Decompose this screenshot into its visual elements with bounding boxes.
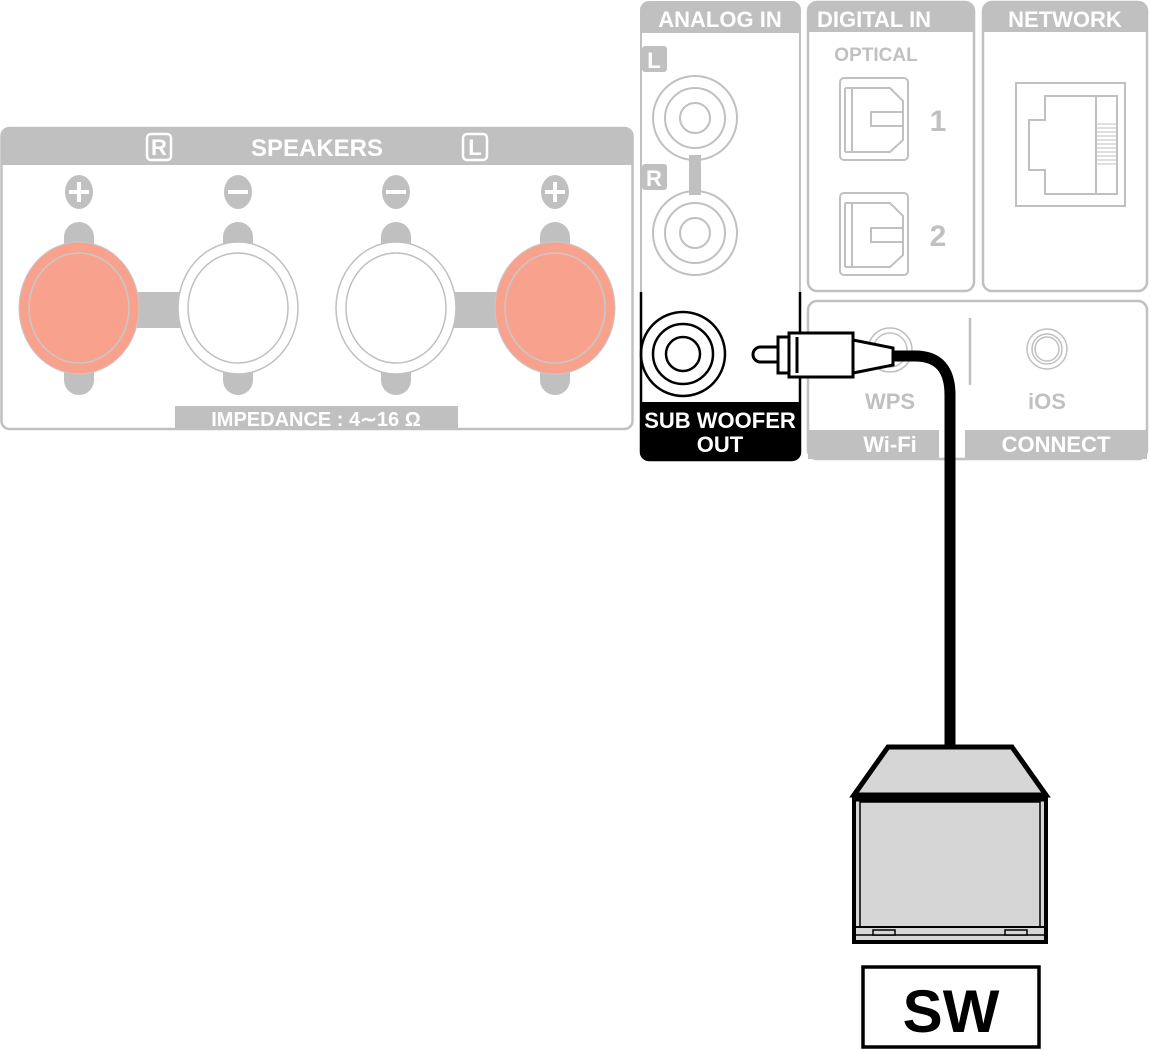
analog-in-panel: ANALOG IN L R <box>640 1 801 292</box>
right-channel-badge-frame <box>145 132 173 162</box>
rca-cable <box>751 331 956 745</box>
optical-port-2-number: 2 <box>930 220 947 253</box>
speakers-title: SPEAKERS <box>251 135 383 162</box>
speakers-panel: R SPEAKERS L <box>0 126 634 431</box>
subwoofer-out-jack[interactable] <box>639 310 727 398</box>
subwoofer-out-label-line1: SUB WOOFER <box>644 408 796 433</box>
speakers-header-bar <box>1 128 633 165</box>
ios-label: iOS <box>1028 389 1066 414</box>
subwoofer-out-panel: SUB WOOFER OUT <box>639 292 802 462</box>
optical-port-1-number: 1 <box>930 105 947 138</box>
impedance-label: IMPEDANCE : 4∼16 Ω <box>211 409 421 431</box>
plus-icon <box>65 175 93 209</box>
network-panel: NETWORK <box>981 0 1149 293</box>
cable-wire <box>893 350 956 745</box>
network-title: NETWORK <box>1008 7 1122 32</box>
speaker-terminal-r-positive[interactable] <box>18 241 140 375</box>
analog-right-badge: R <box>646 166 662 191</box>
speaker-terminal-l-positive[interactable] <box>494 241 616 375</box>
subwoofer-out-label-line2: OUT <box>697 432 744 457</box>
wireless-panel: WPS Wi-Fi iOS CONNECT <box>806 299 1149 461</box>
impedance-bar <box>175 406 458 429</box>
subwoofer-icon <box>849 744 1051 944</box>
subwoofer-label-box: SW <box>861 965 1041 1049</box>
plus-icon <box>541 175 569 209</box>
digital-in-panel: DIGITAL IN OPTICAL 1 2 <box>806 0 976 293</box>
wps-label: WPS <box>865 389 915 414</box>
analog-left-badge: L <box>647 48 660 73</box>
minus-icon <box>382 175 410 209</box>
digital-in-title: DIGITAL IN <box>817 7 931 32</box>
wifi-label: Wi-Fi <box>863 432 917 457</box>
speaker-terminal-r-negative[interactable] <box>177 241 299 375</box>
left-channel-badge-frame <box>461 132 489 162</box>
right-channel-badge: R <box>151 135 167 160</box>
analog-in-l-jack[interactable] <box>652 75 738 161</box>
speaker-terminal-l-negative[interactable] <box>335 241 457 375</box>
left-channel-badge: L <box>468 135 481 160</box>
ethernet-port[interactable] <box>1015 82 1126 207</box>
connect-label: CONNECT <box>1002 432 1111 457</box>
optical-port-2[interactable] <box>839 192 909 276</box>
ios-connect-button[interactable] <box>1026 328 1068 370</box>
analog-in-title: ANALOG IN <box>658 7 781 32</box>
optical-subtitle: OPTICAL <box>834 45 918 66</box>
minus-icon <box>224 175 252 209</box>
rca-plug <box>751 331 895 379</box>
subwoofer-label: SW <box>903 978 1000 1045</box>
optical-port-1[interactable] <box>839 77 909 161</box>
analog-in-r-jack[interactable] <box>652 190 738 276</box>
